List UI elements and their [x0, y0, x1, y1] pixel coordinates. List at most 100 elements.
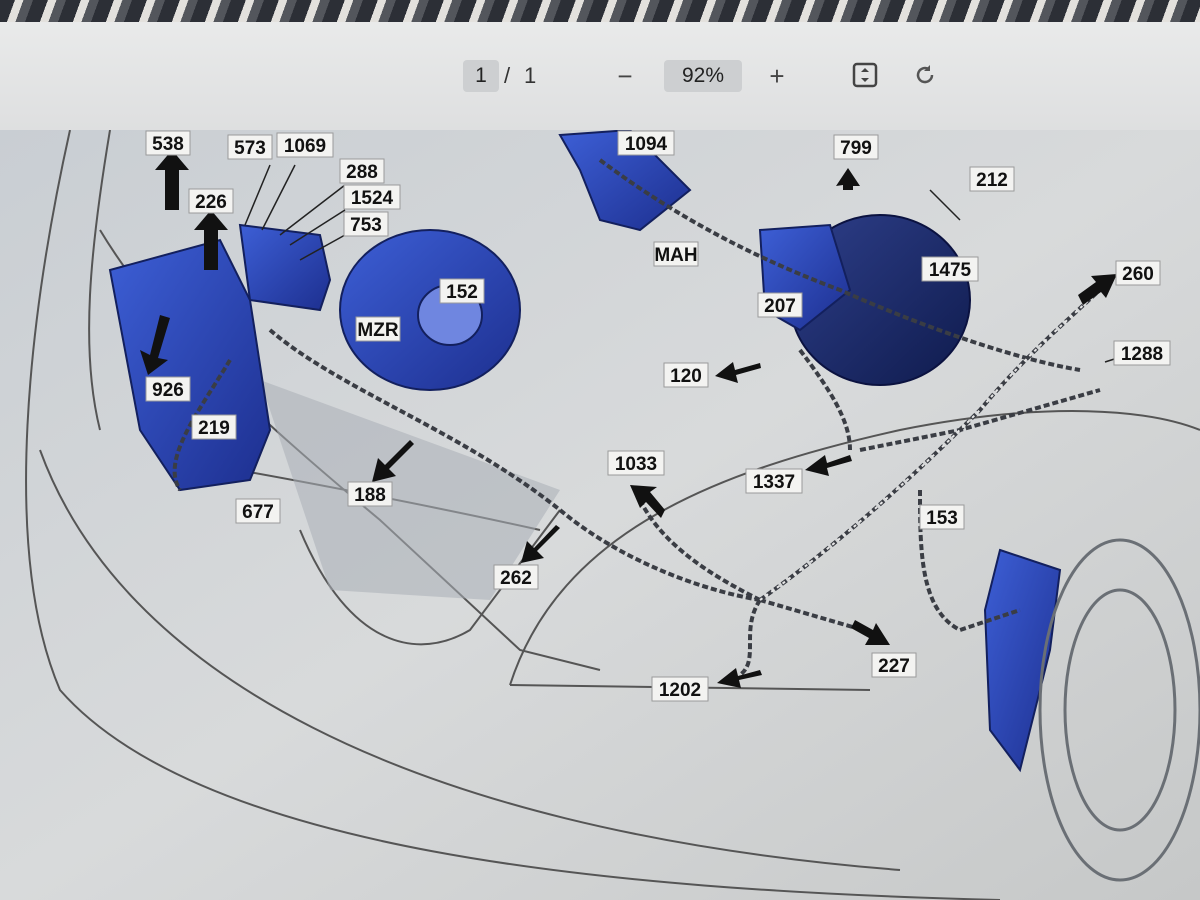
callout-box	[145, 130, 191, 156]
callout-box	[617, 130, 675, 156]
callout-number: 212	[976, 170, 1008, 191]
arrow-926	[140, 315, 170, 375]
callout-number: 1069	[284, 136, 326, 157]
minus-icon: −	[617, 61, 633, 91]
callout-120: 120	[663, 362, 709, 388]
callout-box	[227, 134, 273, 160]
callout-1475: 1475	[921, 256, 979, 282]
zoom-in-button[interactable]: +	[760, 60, 794, 92]
fit-page-button[interactable]	[848, 60, 882, 97]
callout-573: 573	[227, 134, 273, 160]
callout-226: 226	[188, 188, 234, 214]
callout-753: 753	[343, 211, 389, 237]
pdf-toolbar: 1 / 1 − 92% +	[0, 22, 1200, 131]
battery-tray-area	[260, 380, 560, 600]
callout-number: 1524	[351, 188, 394, 209]
callout-799: 799	[833, 134, 879, 160]
callout-number: 1202	[659, 680, 701, 701]
direction-arrows	[140, 150, 1117, 688]
callout-MZR: MZR	[355, 316, 401, 342]
callout-207: 207	[757, 292, 803, 318]
callout-1337: 1337	[745, 468, 803, 494]
callout-number: MAH	[654, 245, 697, 266]
callout-box	[653, 241, 699, 267]
callout-288: 288	[339, 158, 385, 184]
callout-number: 219	[198, 418, 230, 439]
callout-262: 262	[493, 564, 539, 590]
callout-box	[1113, 340, 1171, 366]
callout-number: 288	[346, 162, 378, 183]
callout-box	[745, 468, 803, 494]
callout-number: 153	[926, 508, 958, 529]
zoom-level-field[interactable]: 92%	[664, 60, 742, 92]
arrow-262	[521, 525, 560, 563]
callout-number: 1033	[615, 454, 657, 475]
arrow-799	[836, 168, 860, 190]
arrow-1337	[805, 455, 852, 476]
plus-icon: +	[769, 61, 785, 91]
callout-box	[235, 498, 281, 524]
callout-260: 260	[1115, 260, 1161, 286]
callout-box	[339, 158, 385, 184]
callout-box	[969, 166, 1015, 192]
harness-highlight	[759, 279, 1111, 601]
callout-box	[757, 292, 803, 318]
desk-background-strip	[0, 0, 1200, 22]
callout-number: 207	[764, 296, 796, 317]
arrow-538	[155, 150, 189, 210]
callout-152: 152	[439, 278, 485, 304]
callout-box	[188, 188, 234, 214]
arrow-1202	[717, 668, 762, 688]
callout-number: 677	[242, 502, 274, 523]
arrow-227	[851, 620, 890, 645]
callout-1288: 1288	[1113, 340, 1171, 366]
callout-box	[663, 362, 709, 388]
callout-box	[343, 211, 389, 237]
callout-number: 1337	[753, 472, 795, 493]
callout-1202: 1202	[651, 676, 709, 702]
callout-number: 926	[152, 380, 184, 401]
callout-227: 227	[871, 652, 917, 678]
rotate-icon	[916, 65, 934, 84]
callout-number: 1288	[1121, 344, 1163, 365]
zoom-out-button[interactable]: −	[608, 60, 642, 92]
callout-number: MZR	[357, 320, 398, 341]
callout-219: 219	[191, 414, 237, 440]
wiring-harnesses	[172, 158, 1112, 677]
callout-1094: 1094	[617, 130, 675, 156]
callout-number: 152	[446, 282, 478, 303]
arrow-226	[194, 210, 228, 270]
diagram-background	[0, 130, 1200, 900]
callout-538: 538	[145, 130, 191, 156]
page-number-input[interactable]: 1	[463, 60, 499, 92]
callout-number: 227	[878, 656, 910, 677]
callout-number: 538	[152, 134, 184, 155]
callout-number: 226	[195, 192, 227, 213]
callout-number: 573	[234, 138, 266, 159]
arrow-1033	[630, 485, 665, 518]
callout-box	[355, 316, 401, 342]
callout-188: 188	[347, 481, 393, 507]
callout-box	[493, 564, 539, 590]
callout-box	[347, 481, 393, 507]
callout-1069: 1069	[276, 132, 334, 158]
callout-box	[921, 256, 979, 282]
callout-box	[919, 504, 965, 530]
callout-box	[343, 184, 401, 210]
callout-number: 120	[670, 366, 702, 387]
callout-box	[439, 278, 485, 304]
callout-677: 677	[235, 498, 281, 524]
fit-page-icon	[852, 62, 878, 88]
arrow-120	[715, 362, 761, 383]
arrow-260	[1078, 274, 1117, 305]
page-total: 1	[524, 63, 537, 88]
rotate-button[interactable]	[908, 60, 942, 97]
wheel-knuckle	[983, 548, 1062, 773]
callout-box	[651, 676, 709, 702]
callout-212: 212	[969, 166, 1015, 192]
callout-box	[871, 652, 917, 678]
callout-box	[833, 134, 879, 160]
callout-number: 1475	[929, 260, 972, 281]
